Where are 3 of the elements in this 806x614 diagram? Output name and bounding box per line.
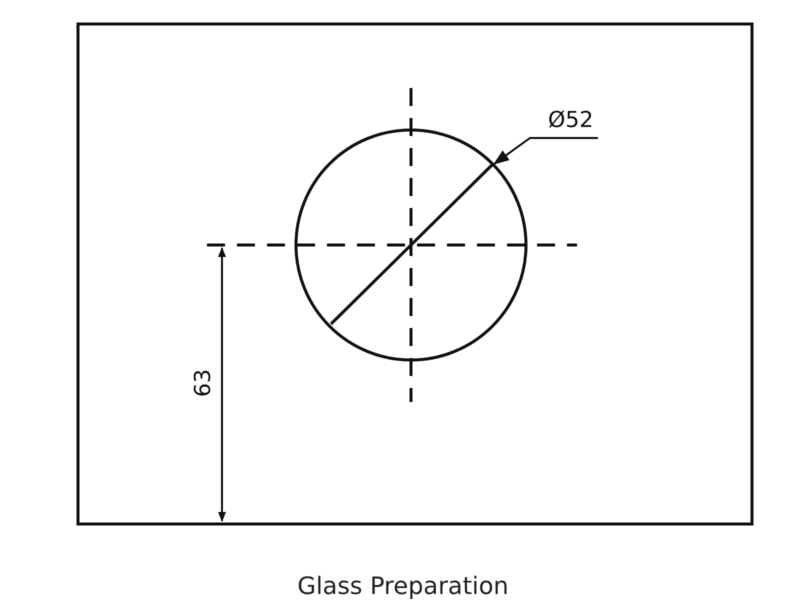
dimension-label: 63 bbox=[193, 369, 215, 397]
caption: Glass Preparation bbox=[296, 572, 510, 600]
dimension-label: Ø52 bbox=[548, 110, 594, 132]
